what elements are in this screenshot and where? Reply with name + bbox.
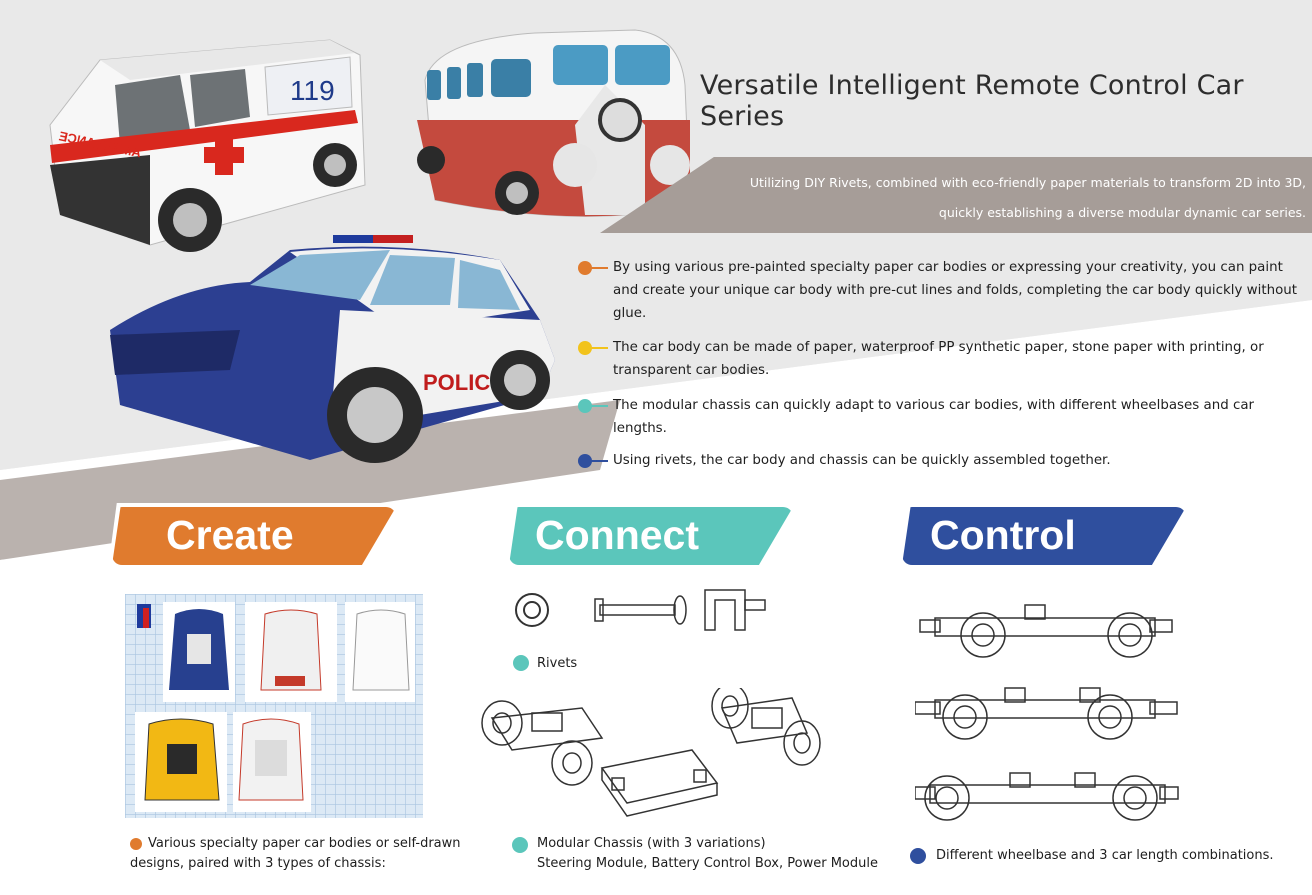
van-illustration [417,29,691,217]
yellow-bullet-icon [578,341,592,355]
rivets-label: Rivets [537,656,578,671]
create-banner: Create [108,503,400,569]
bullet-connector [590,405,608,407]
feature-item: Using rivets, the car body and chassis c… [578,449,1298,472]
teal-bullet-icon [578,399,592,413]
rivets-caption: Rivets [513,654,577,674]
control-caption-text: Different wheelbase and 3 car length com… [936,848,1274,863]
bullet-connector [590,267,608,269]
feature-item: The modular chassis can quickly adapt to… [578,394,1298,440]
bullet-connector [590,460,608,462]
page-title: Versatile Intelligent Remote Control Car… [700,70,1244,132]
bullet-connector [590,347,608,349]
intro-band: Utilizing DIY Rivets, combined with eco-… [600,157,1312,233]
police-car-illustration: POLICE [110,235,555,463]
feature-item: By using various pre-painted specialty p… [578,256,1298,325]
blue-bullet-icon [910,848,926,864]
orange-bullet-icon [130,838,142,850]
chassis-modules-illustration [481,688,821,817]
blue-bullet-icon [578,454,592,468]
control-caption: Different wheelbase and 3 car length com… [910,846,1305,866]
feature-text: The modular chassis can quickly adapt to… [613,398,1255,436]
teal-bullet-icon [512,837,528,853]
create-caption-line-2: designs, paired with 3 types of chassis: [130,856,386,871]
rivets-illustration [515,589,766,631]
feature-item: The car body can be made of paper, water… [578,336,1298,382]
feature-text: The car body can be made of paper, water… [613,340,1264,378]
connect-caption-line-2: Steering Module, Battery Control Box, Po… [537,856,878,871]
control-banner: Control [898,503,1190,569]
orange-bullet-icon [578,261,592,275]
intro-line-2: quickly establishing a diverse modular d… [938,205,1306,220]
connect-caption: Modular Chassis (with 3 variations) Stee… [512,834,892,874]
connect-banner-label: Connect [535,512,699,558]
feature-text: By using various pre-painted specialty p… [613,260,1297,321]
ambulance-illustration: 119 AMBULANCE [49,39,366,252]
feature-text: Using rivets, the car body and chassis c… [613,453,1111,468]
create-caption: Various specialty paper car bodies or se… [130,834,490,874]
chassis-length-variants-illustration [915,604,1179,821]
connect-caption-line-1: Modular Chassis (with 3 variations) [537,836,766,851]
ambulance-number: 119 [290,75,335,106]
paper-body-sheet-illustration [125,594,423,818]
teal-bullet-icon [513,655,529,671]
control-banner-label: Control [930,512,1076,558]
intro-line-1: Utilizing DIY Rivets, combined with eco-… [749,175,1306,190]
connect-banner: Connect [505,503,797,569]
create-caption-line-1: Various specialty paper car bodies or se… [148,836,461,851]
create-banner-label: Create [166,512,294,558]
